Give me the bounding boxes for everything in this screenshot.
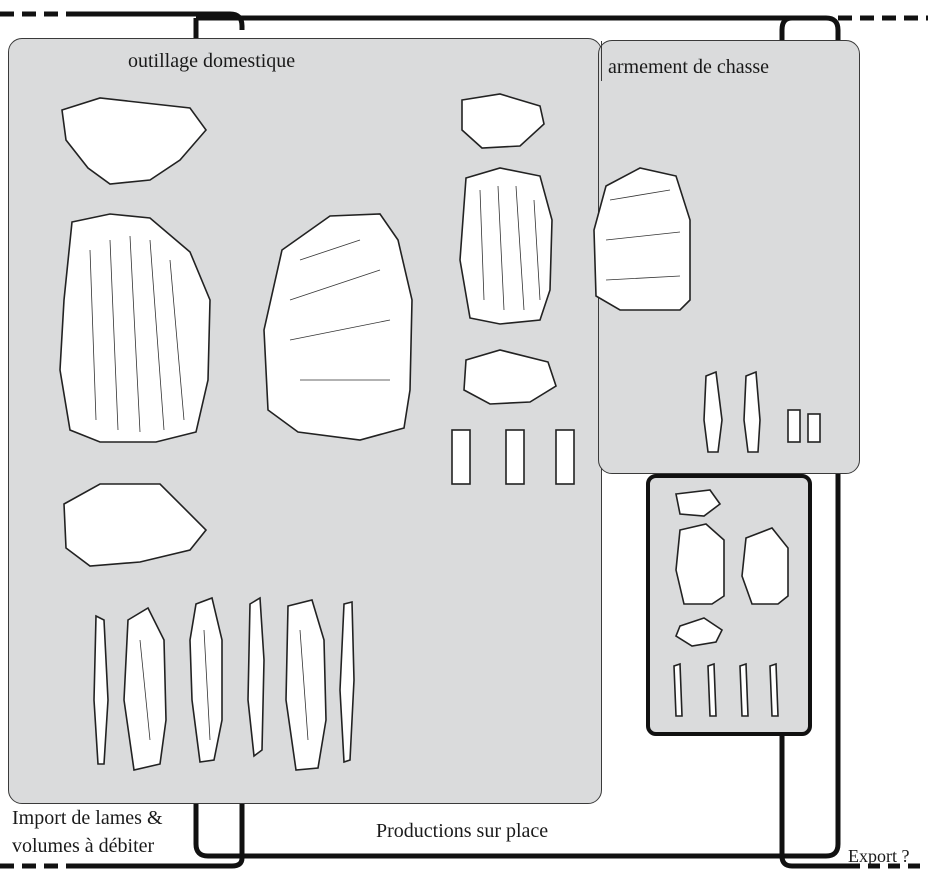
export-core-side-drawing [742,528,788,604]
bladelet-drawing [556,430,574,484]
small-core-side-drawing [594,168,690,310]
bladelet-drawing [506,430,524,484]
export-bladelet-drawing [708,664,716,716]
bladelet-drawing [452,430,470,484]
export-core-platform-drawing [676,490,720,516]
export-bladelet-drawing [674,664,682,716]
panel-divider [601,41,602,81]
export-bladelet-drawing [770,664,778,716]
export-bladelet-drawing [740,664,748,716]
production-label: Productions sur place [376,820,548,843]
geometric-drawing [788,410,800,442]
core-base-drawing [64,484,206,566]
domestic-tools-label: outillage domestique [128,50,295,73]
export-core-base-drawing [676,618,722,646]
core-platform-drawing [62,98,206,184]
blade-drawing [94,616,108,764]
hunting-weapons-label: armement de chasse [608,56,769,79]
small-core-front-drawing [460,168,552,324]
export-core-front-drawing [676,524,724,604]
point-drawing [744,372,760,452]
import-label: Import de lames & volumes à débiter [12,804,212,860]
import-label-line-1: Import de lames & [12,804,212,832]
small-core-base-drawing [464,350,556,404]
point-drawing [704,372,722,452]
geometric-drawing [808,414,820,442]
blade-drawing [248,598,264,756]
core-side-drawing [264,214,412,440]
import-label-line-2: volumes à débiter [12,832,212,860]
blade-drawing [340,602,354,762]
blade-drawing [286,600,326,770]
export-label: Export ? [848,846,909,867]
blade-drawing [190,598,222,762]
small-core-platform-drawing [462,94,544,148]
